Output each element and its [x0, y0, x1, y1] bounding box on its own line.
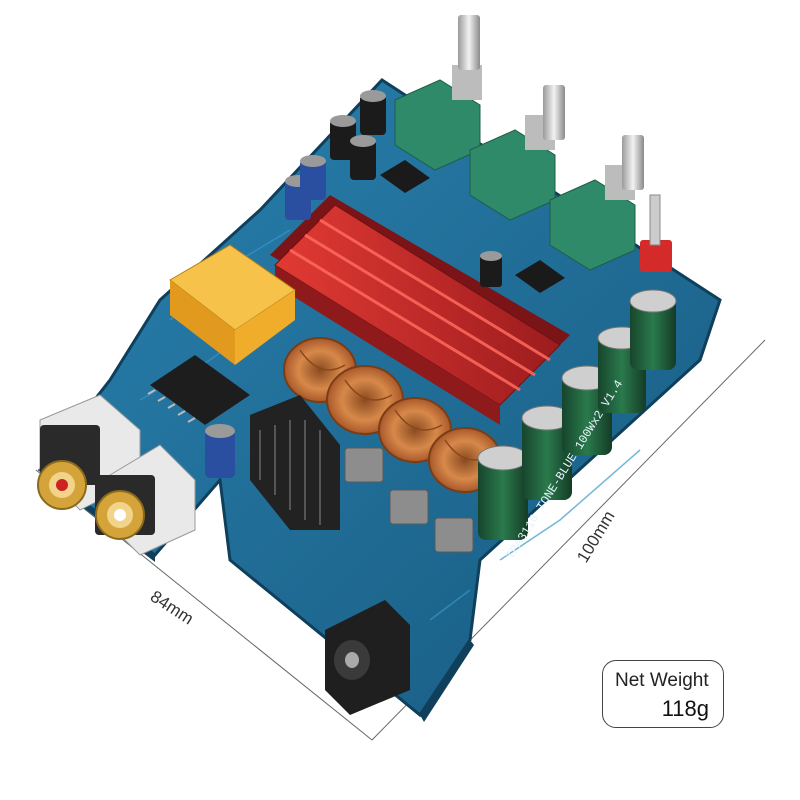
- net-weight-value: 118g: [661, 696, 709, 721]
- power-heatsink: [250, 395, 340, 530]
- ic-chip: [147, 355, 250, 425]
- toggle-switch: [640, 194, 672, 272]
- heatsink: [270, 195, 570, 425]
- net-weight-title: Net Weight: [615, 670, 709, 691]
- opamp-chips: [380, 160, 565, 293]
- dc-power-jack: [325, 600, 410, 715]
- net-weight-box: Net Weight 118g: [602, 660, 724, 728]
- film-capacitors: [344, 447, 474, 553]
- relay: [169, 244, 296, 365]
- rca-jacks: [37, 394, 196, 556]
- small-capacitors: [205, 90, 502, 478]
- electrolytic-capacitors: [477, 289, 677, 540]
- potentiometers: [394, 15, 644, 271]
